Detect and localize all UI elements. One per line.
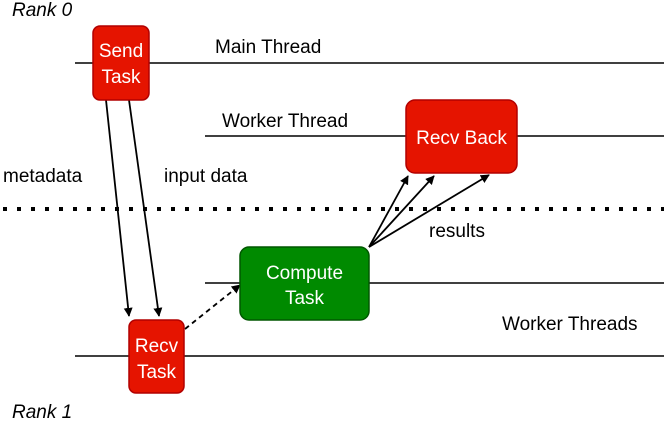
results-arrow-2 xyxy=(368,175,435,248)
recv-back-label: Recv Back xyxy=(416,128,507,149)
input-data-label: input data xyxy=(164,166,248,187)
worker-threads-label: Worker Threads xyxy=(502,314,638,335)
rank-0-label: Rank 0 xyxy=(12,0,73,21)
rank-1-label: Rank 1 xyxy=(12,402,72,423)
recv-back-box: Recv Back xyxy=(405,99,518,174)
metadata-arrow xyxy=(105,99,133,317)
compute-task-label-line1: Compute xyxy=(266,263,343,284)
dispatch-arrow xyxy=(184,284,241,330)
results-arrow-3 xyxy=(368,174,490,248)
recv-task-box: Recv Task xyxy=(128,319,185,394)
recv-task-label-line2: Task xyxy=(137,362,177,383)
main-thread-label: Main Thread xyxy=(215,37,321,58)
compute-task-label-line2: Task xyxy=(285,288,325,309)
send-task-label-line2: Task xyxy=(101,67,141,88)
send-task-label-line1: Send xyxy=(99,41,143,62)
recv-task-label-line1: Recv xyxy=(135,336,179,357)
results-label: results xyxy=(429,221,485,242)
results-arrow-1 xyxy=(368,175,409,248)
input-data-arrow xyxy=(128,99,163,317)
worker-thread-label: Worker Thread xyxy=(222,111,348,132)
compute-task-box: Compute Task xyxy=(239,246,370,321)
metadata-label: metadata xyxy=(3,166,83,187)
send-task-box: Send Task xyxy=(92,25,150,101)
